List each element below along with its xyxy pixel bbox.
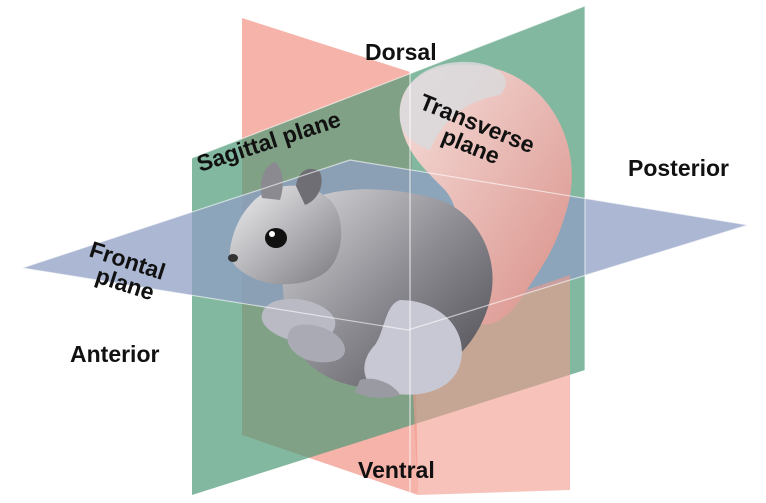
squirrel-eye-highlight	[269, 231, 275, 237]
posterior-label: Posterior	[628, 155, 729, 181]
dorsal-label: Dorsal	[365, 39, 437, 65]
anterior-label: Anterior	[70, 341, 160, 367]
squirrel-eye	[265, 228, 287, 248]
squirrel-nose	[228, 254, 238, 262]
ventral-label: Ventral	[358, 457, 435, 483]
